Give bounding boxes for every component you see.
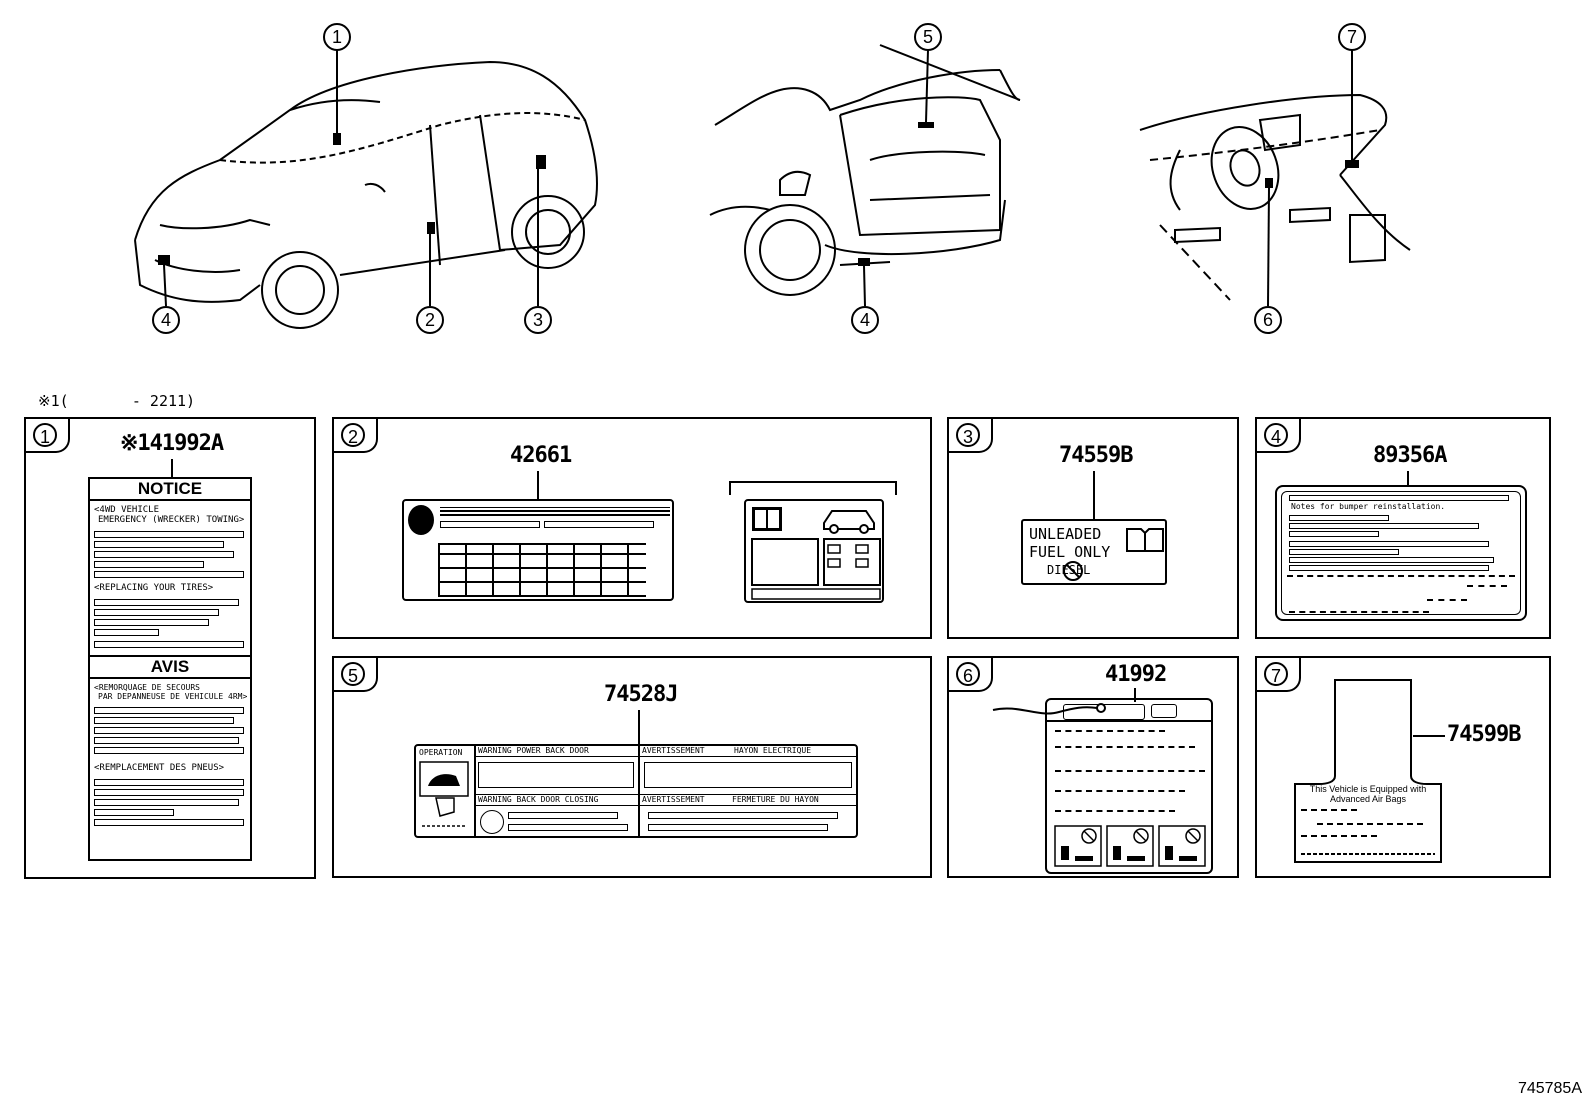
part-number: 74528J: [604, 682, 678, 707]
back-door-icon: [419, 761, 469, 827]
panel-tab: 3: [949, 419, 993, 453]
panel-5: 5 74528J OPERATION WARNING POWER BACK DO…: [332, 656, 932, 878]
fuel-label: UNLEADED FUEL ONLY DIESEL: [1021, 519, 1167, 585]
warning-text-fr: HAYON ELECTRIQUE: [734, 746, 812, 755]
book-icon: [1063, 528, 1164, 581]
part-number: 42661: [510, 443, 572, 468]
panel-tab: 1: [26, 419, 70, 453]
callout-6: 6: [1254, 306, 1282, 334]
callout-5: 5: [914, 23, 942, 51]
bumper-label-text: Notes for bumper reinstallation.: [1291, 502, 1446, 511]
panel-tab: 6: [949, 658, 993, 692]
notice-sub: <4WD VEHICLE: [94, 505, 160, 515]
avis-sub: <REMPLACEMENT DES PNEUS>: [94, 763, 225, 773]
tire-pressure-label: [744, 499, 884, 603]
part-number: ※141992A: [120, 431, 224, 456]
panel-4: 4 89356A Notes for bumper reinstallation…: [1255, 417, 1551, 639]
avis-sub: <REMORQUAGE DE SECOURS: [94, 683, 200, 692]
airbag-sun-visor-label: [1294, 679, 1442, 863]
notice-sub: <REPLACING YOUR TIRES>: [94, 583, 214, 593]
panel-3: 3 74559B UNLEADED FUEL ONLY DIESEL: [947, 417, 1239, 639]
callout-2: 2: [416, 306, 444, 334]
panel-6: 6 41992: [947, 656, 1239, 878]
power-back-door-label: OPERATION WARNING POWER BACK DOOR AVERTI…: [414, 744, 858, 838]
part-number: 41992: [1105, 662, 1167, 687]
panel-tab: 7: [1257, 658, 1301, 692]
part-number: 89356A: [1373, 443, 1447, 468]
notice-label: NOTICE <4WD VEHICLE EMERGENCY (WRECKER) …: [88, 477, 252, 861]
vehicle-front-side-view: [134, 44, 1411, 329]
warning-text-fr: FERMETURE DU HAYON: [732, 795, 819, 804]
airbag-label-line1: This Vehicle is Equipped with: [1309, 784, 1427, 794]
callout-7: 7: [1338, 23, 1366, 51]
avis-title: AVIS: [90, 655, 250, 679]
warning-text-fr: AVERTISSEMENT: [642, 746, 705, 755]
figure-id: 745785A: [1517, 1080, 1582, 1097]
panel-tab: 4: [1257, 419, 1301, 453]
callout-3: 3: [524, 306, 552, 334]
hang-tag-label: [1045, 698, 1213, 874]
panel-tab: 5: [334, 658, 378, 692]
bumper-label: Notes for bumper reinstallation.: [1275, 485, 1527, 621]
panel-2: 2 42661: [332, 417, 932, 639]
fuel-label-line1: UNLEADED: [1029, 525, 1102, 543]
tire-placard-label: [402, 499, 674, 601]
book-icon: [751, 507, 881, 600]
notice-sub: EMERGENCY (WRECKER) TOWING>: [98, 515, 245, 525]
warning-text: WARNING BACK DOOR CLOSING: [478, 795, 599, 804]
callout-4-rear: 4: [851, 306, 879, 334]
side-label: OPERATION: [419, 748, 463, 757]
avis-sub: PAR DEPANNEUSE DE VEHICULE 4RM>: [98, 692, 248, 701]
panel-7: 7 74599B This Vehicle is Equipped with A…: [1255, 656, 1551, 878]
panel-tab: 2: [334, 419, 378, 453]
part-number: 74599B: [1447, 722, 1521, 747]
warning-text: WARNING POWER BACK DOOR: [478, 746, 589, 755]
fuel-label-line2: FUEL ONLY: [1029, 543, 1111, 561]
fuel-label-line3: DIESEL: [1047, 563, 1091, 577]
notice-title: NOTICE: [90, 479, 250, 501]
footnote: ※1( - 2211): [38, 392, 196, 410]
callout-1: 1: [323, 23, 351, 51]
warning-text-fr: AVERTISSEMENT: [642, 795, 705, 804]
panel-1: 1 ※141992A NOTICE <4WD VEHICLE EMERGENCY…: [24, 417, 316, 879]
airbag-label-line2: Advanced Air Bags: [1329, 794, 1407, 804]
airbag-warning-icons: [1054, 825, 1206, 867]
callout-4-front: 4: [152, 306, 180, 334]
part-number: 74559B: [1059, 443, 1133, 468]
